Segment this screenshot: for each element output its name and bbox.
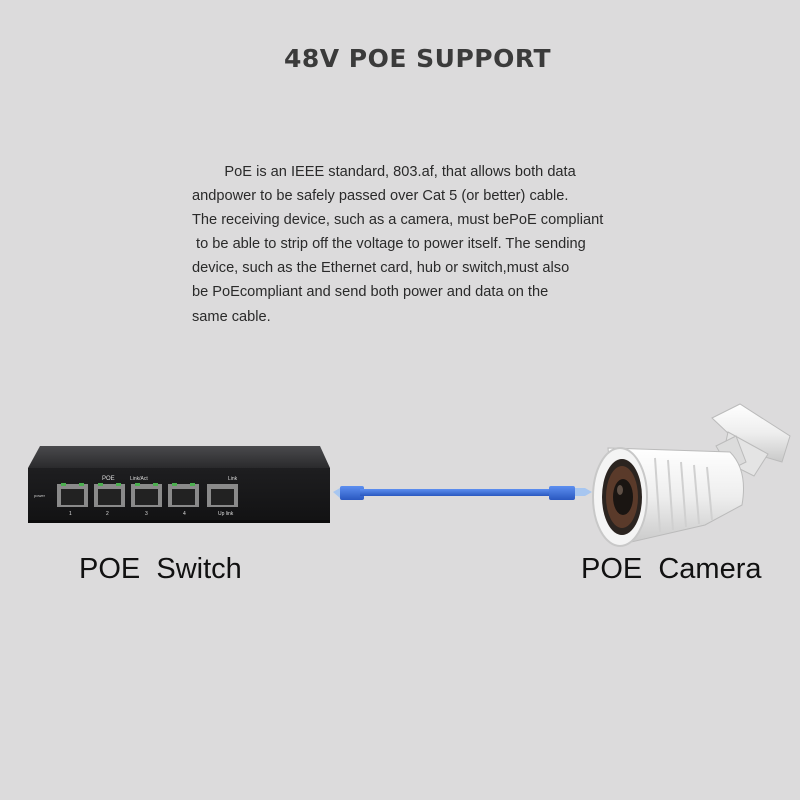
description-line: be PoEcompliant and send both power and … xyxy=(192,284,549,301)
description-line: to be able to strip off the voltage to p… xyxy=(192,236,586,253)
poe-description: PoE is an IEEE standard, 803.af, that al… xyxy=(192,160,662,329)
description-line: The receiving device, such as a camera, … xyxy=(192,212,604,229)
rj45-port xyxy=(131,483,162,507)
panel-link-label: Link xyxy=(228,476,238,482)
poe-switch-image: POE Link/Act Link power Up link 1 2 3 4 xyxy=(28,446,330,523)
poe-camera-label: POE Camera xyxy=(581,553,762,585)
description-line: PoE is an IEEE standard, 803.af, that al… xyxy=(192,164,576,180)
panel-uplink-label: Up link xyxy=(218,511,234,517)
panel-poe-label: POE xyxy=(102,476,115,482)
port-number: 1 xyxy=(69,511,72,517)
port-number: 4 xyxy=(183,511,186,517)
port-number: 2 xyxy=(106,511,109,517)
rj45-port xyxy=(168,483,199,507)
rj45-port xyxy=(57,483,88,507)
description-line: andpower to be safely passed over Cat 5 … xyxy=(192,188,569,205)
ethernet-cable-image xyxy=(333,486,592,500)
uplink-port xyxy=(207,484,238,507)
panel-link-act-label: Link/Act xyxy=(130,476,148,482)
poe-switch-label: POE Switch xyxy=(79,553,242,585)
description-line: device, such as the Ethernet card, hub o… xyxy=(192,260,570,277)
description-line: same cable. xyxy=(192,308,271,325)
poe-camera-image xyxy=(592,403,791,547)
rj45-port xyxy=(94,483,125,507)
page-title: 48V POE SUPPORT xyxy=(283,44,552,73)
panel-power-label: power xyxy=(34,493,46,498)
port-number: 3 xyxy=(145,511,148,517)
